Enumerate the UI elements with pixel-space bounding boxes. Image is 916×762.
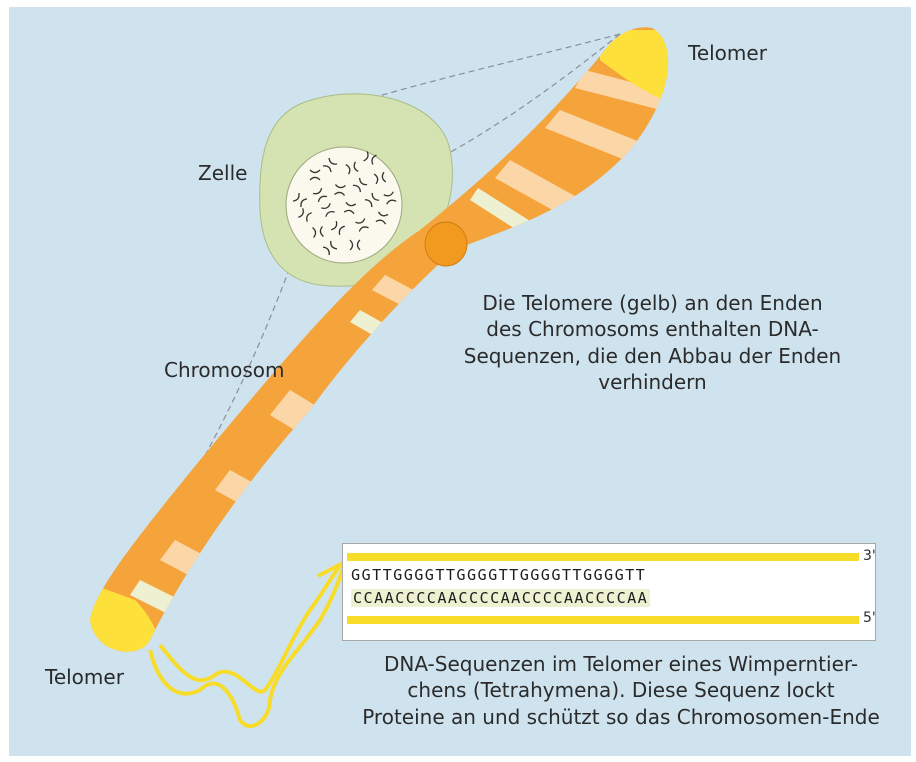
strand-bar-top <box>347 553 859 561</box>
caption-main-line: Sequenzen, die den Abbau der Enden <box>420 343 885 369</box>
label-zelle: Zelle <box>198 160 247 186</box>
caption-main-line: des Chromosoms enthalten DNA- <box>420 316 885 342</box>
centromere <box>425 222 467 266</box>
caption-bottom-line: DNA-Sequenzen im Telomer eines Wimpernti… <box>330 651 912 677</box>
strand-bar-bottom <box>347 616 859 624</box>
caption-main-line: Die Telomere (gelb) an den Enden <box>420 290 885 316</box>
caption-bottom-line: Proteine an und schützt so das Chromosom… <box>330 704 912 730</box>
sequence-strand-top: GGTTGGGGTTGGGGTTGGGGTTGGGGTT <box>351 566 646 584</box>
caption-main-line: verhindern <box>420 369 885 395</box>
label-telomer-bottom: Telomer <box>45 664 124 690</box>
caption-bottom-line: chens (Tetrahymena). Diese Sequenz lockt <box>330 677 912 703</box>
sequence-box: GGTTGGGGTTGGGGTTGGGGTTGGGGTT CCAACCCCAAC… <box>342 543 876 641</box>
dna-strand-a <box>150 565 345 726</box>
sequence-strand-bottom: CCAACCCCAACCCCAACCCCAACCCCAA <box>351 589 650 607</box>
cell-nucleus <box>286 147 402 263</box>
prime-label-bottom: 5' <box>863 610 876 626</box>
caption-main: Die Telomere (gelb) an den Enden des Chr… <box>420 290 885 396</box>
caption-bottom: DNA-Sequenzen im Telomer eines Wimpernti… <box>330 651 912 730</box>
prime-label-top: 3' <box>863 548 876 564</box>
label-chromosom: Chromosom <box>164 357 285 383</box>
label-telomer-top: Telomer <box>688 40 767 66</box>
